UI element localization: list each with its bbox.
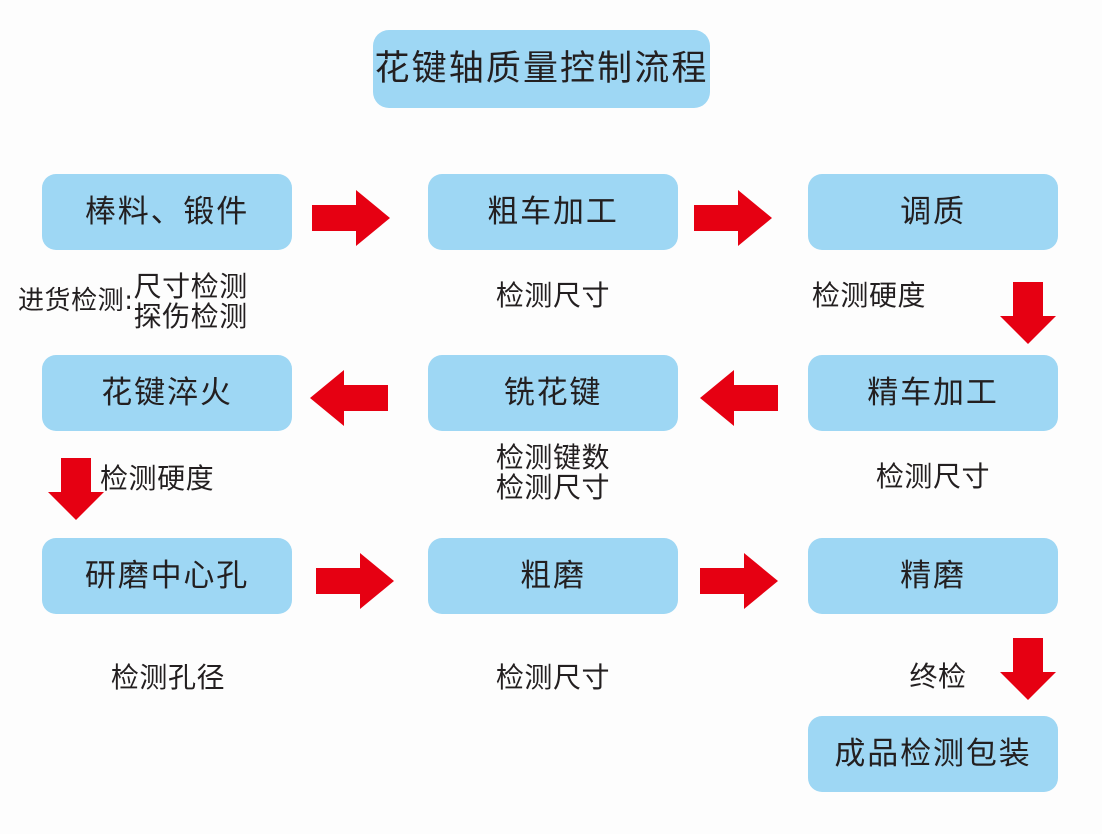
step-label-fine-turning: 精车加工 <box>867 374 999 411</box>
caption-final-check-label: 终检 <box>909 660 967 693</box>
step-box-raw-material[interactable]: 棒料、锻件 <box>42 174 292 250</box>
caption-mill-spline-check2: 检测尺寸 <box>495 470 611 504</box>
caption-quench-temper-check: 检测硬度 <box>812 281 926 311</box>
arrow-down-icon <box>1000 638 1056 700</box>
step-label-fine-grinding: 精磨 <box>900 557 966 594</box>
caption-grind-hole-check: 检测孔径 <box>111 663 225 693</box>
caption-fine-turning-check: 检测尺寸 <box>876 462 990 492</box>
arrow-right-icon <box>316 553 394 609</box>
arrow-right-icon <box>700 553 778 609</box>
step-label-final-inspect-pack: 成品检测包装 <box>834 735 1032 772</box>
caption-rough-grinding-check-label: 检测尺寸 <box>495 661 611 694</box>
caption-incoming-lead: 进货检测: <box>18 286 134 317</box>
step-label-grind-center-hole: 研磨中心孔 <box>84 557 250 594</box>
arrow-down-icon <box>1000 282 1056 344</box>
caption-incoming-inspection: 进货检测:尺寸检测探伤检测 <box>18 272 248 332</box>
caption-mill-spline-check: 检测键数 检测尺寸 <box>496 443 610 503</box>
caption-incoming-line2: 探伤检测 <box>133 299 248 333</box>
caption-spline-quench-check: 检测硬度 <box>100 464 214 494</box>
step-box-fine-turning[interactable]: 精车加工 <box>808 355 1058 431</box>
arrow-left-icon <box>310 370 388 426</box>
step-label-spline-quench: 花键淬火 <box>101 374 233 411</box>
caption-rough-turning-check-label: 检测尺寸 <box>495 279 611 312</box>
step-box-rough-turning[interactable]: 粗车加工 <box>428 174 678 250</box>
step-box-fine-grinding[interactable]: 精磨 <box>808 538 1058 614</box>
step-box-final-inspect-pack[interactable]: 成品检测包装 <box>808 716 1058 792</box>
step-label-raw-material: 棒料、锻件 <box>84 193 250 230</box>
arrow-right-icon <box>312 190 390 246</box>
step-label-mill-spline: 铣花键 <box>503 374 603 411</box>
caption-rough-turning-check: 检测尺寸 <box>496 281 610 311</box>
step-box-rough-grinding[interactable]: 粗磨 <box>428 538 678 614</box>
caption-mill-spline-check1: 检测键数 <box>495 441 611 474</box>
caption-incoming-line1: 尺寸检测 <box>133 270 248 303</box>
caption-rough-grinding-check: 检测尺寸 <box>496 663 610 693</box>
step-label-quench-temper: 调质 <box>900 193 966 230</box>
diagram-title: 花键轴质量控制流程 <box>373 30 710 108</box>
step-box-grind-center-hole[interactable]: 研磨中心孔 <box>42 538 292 614</box>
step-box-mill-spline[interactable]: 铣花键 <box>428 355 678 431</box>
step-label-rough-grinding: 粗磨 <box>520 557 586 594</box>
step-box-quench-temper[interactable]: 调质 <box>808 174 1058 250</box>
arrow-right-icon <box>694 190 772 246</box>
caption-grind-hole-check-label: 检测孔径 <box>110 661 226 694</box>
caption-quench-temper-check-label: 检测硬度 <box>811 279 927 312</box>
caption-final-check: 终检 <box>909 662 966 692</box>
step-label-rough-turning: 粗车加工 <box>487 193 619 230</box>
arrow-down-icon <box>48 458 104 520</box>
diagram-title-label: 花键轴质量控制流程 <box>374 48 709 89</box>
arrow-left-icon <box>700 370 778 426</box>
caption-fine-turning-check-label: 检测尺寸 <box>875 460 991 493</box>
caption-spline-quench-check-label: 检测硬度 <box>100 462 215 495</box>
step-box-spline-quench[interactable]: 花键淬火 <box>42 355 292 431</box>
